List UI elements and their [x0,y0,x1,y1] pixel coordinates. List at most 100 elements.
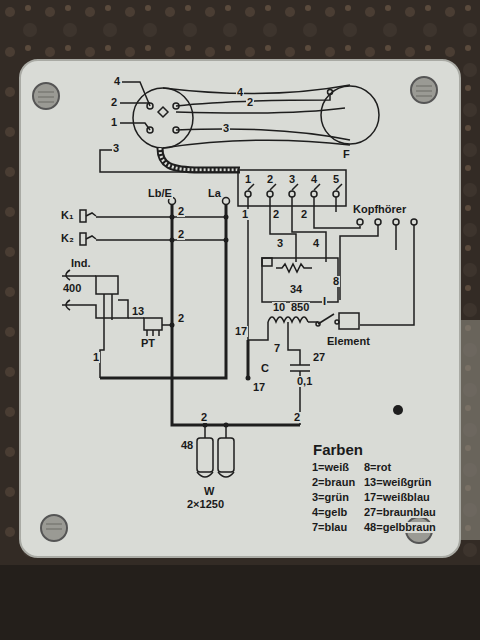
wire-g [62,170,417,477]
callout-label: C [260,363,270,374]
wire-circle [393,219,399,225]
wire-circle [223,198,230,205]
wire-path [100,294,112,378]
callout-label: 1 [241,209,249,220]
callout-label: La [207,188,222,199]
legend-heading: Farben [312,442,364,457]
legend-entry: 4=gelb [312,507,347,518]
callout-label: 5 [332,174,340,185]
callout-label: 3 [288,174,296,185]
legend-entry: 3=grün [312,492,349,503]
wire-circle [224,238,229,243]
legend-entry: 27=braunblau [364,507,436,518]
wire-g [170,215,251,428]
wire-circle [375,219,381,225]
callout-label: Lb/E [147,188,173,199]
wire-g [33,77,437,543]
wire-path [38,86,432,531]
wire-path [335,197,337,212]
callout-label: 34 [289,284,303,295]
node-outline [320,85,380,145]
callout-label: 1 [244,174,252,185]
wire-circle [393,405,403,415]
wire-path [100,205,226,378]
callout-label: 1 [110,117,118,128]
legend-entry: 1=weiß [312,462,349,473]
wire-path [160,148,240,170]
callout-label: 2 [266,174,274,185]
wire-g [38,86,432,531]
wire-circle [133,88,193,148]
callout-label: 2 [300,209,308,220]
callout-label: 1 [92,352,100,363]
wire-rect [0,565,480,640]
callout-label: K₁ [60,210,75,221]
wire-path [100,168,240,172]
wire-rect [218,438,234,472]
wire-rect [197,438,213,472]
wire-path [340,225,414,325]
callout-label: 17 [252,382,266,393]
callout-label: 2 [200,412,208,423]
callout-label: 4 [236,87,244,98]
wire-path [96,217,226,240]
callout-label: Ind. [70,258,92,269]
wire-circle [289,191,295,197]
wire-path [318,314,334,324]
callout-label: 3 [276,238,284,249]
wire-circle [311,191,317,197]
wire-path [176,129,350,140]
wire-rect [96,276,118,294]
wire-rect [144,318,162,330]
wire-circle [224,423,229,428]
legend-entry: 2=braun [312,477,355,488]
wire-path [292,197,326,262]
wire-circle [33,83,59,109]
callout-label: 8 [332,276,340,287]
wire-path [163,85,350,94]
wire-circle [246,376,251,381]
legend-entry: 7=blau [312,522,347,533]
callout-label: 2 [110,97,118,108]
wire-path [290,365,310,425]
wire-path [160,148,240,170]
wire-path [176,108,345,113]
wire-circle [245,191,251,197]
wire-circle [333,191,339,197]
wire-path [62,276,128,318]
callout-label: PT [140,338,156,349]
wire-rect [20,60,460,557]
wire-path [163,140,350,148]
wire-path [247,340,250,378]
wire-path [197,472,234,477]
callout-label: 4 [312,238,320,249]
wire-circle [316,322,320,326]
wire-path [205,425,226,438]
wire-path [268,317,308,322]
callout-label: 2 [177,229,185,240]
legend-entry: 13=weißgrün [364,477,432,488]
wire-path [288,322,300,365]
node-label: F [342,149,351,160]
callout-label: 400 [62,283,82,294]
callout-label: 4 [113,76,121,87]
wire-rect [262,258,272,266]
callout-label: 13 [131,306,145,317]
legend-entry: 48=gelbbraun [364,522,436,533]
wire-circle [357,219,363,225]
wire-g [100,82,350,168]
wire-circle [411,219,417,225]
wire-path [80,210,86,245]
wire-path [128,318,172,336]
node-outline [338,312,360,330]
wire-path [120,102,150,104]
callout-label: 0,1 [296,376,313,387]
callout-label: 27 [312,352,326,363]
callout-label: 2 [293,412,301,423]
node-label: Element [326,336,371,347]
callout-label: 7 [273,343,281,354]
node-shape [339,313,359,329]
callout-label: 4 [310,174,318,185]
